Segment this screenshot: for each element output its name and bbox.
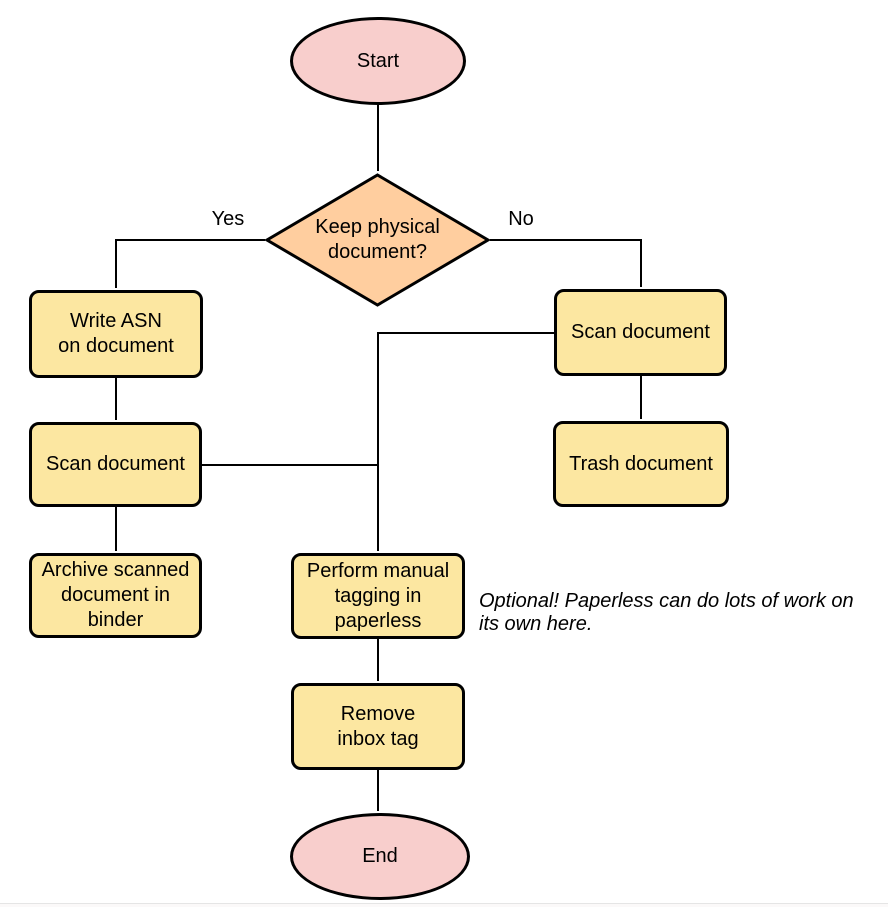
diamond-shape	[264, 173, 491, 307]
node-label-scan-document-right: Scan document	[571, 321, 710, 343]
flow-node-trash-document[interactable]: Trash document	[553, 421, 729, 507]
node-label-trash-document: Trash document	[569, 452, 713, 475]
flow-node-decision[interactable]: Keep physical document?	[264, 173, 491, 307]
flow-node-archive-document[interactable]: Archive scanned document in binder	[29, 553, 202, 638]
edge-decision-yes-to-write-asn	[115, 239, 265, 288]
flow-node-scan-document-right[interactable]: Scan document	[554, 289, 727, 376]
edge-label-yes: Yes	[211, 208, 245, 230]
node-label-manual-tagging: Perform manual tagging in paperless	[306, 559, 450, 632]
bottom-strip	[0, 904, 888, 907]
flow-node-scan-document-left[interactable]: Scan document	[29, 422, 202, 507]
node-label-archive-document: Archive scanned document in binder	[41, 559, 190, 631]
annotation-optional-note: Optional! Paperless can do lots of work …	[479, 590, 854, 635]
flow-node-manual-tagging[interactable]: Perform manual tagging in paperless	[291, 553, 465, 639]
node-label-remove-inbox-tag: Remove inbox tag	[337, 702, 419, 750]
node-label-end: End	[362, 845, 398, 867]
flow-node-end[interactable]: End	[290, 813, 470, 900]
bottom-divider	[0, 903, 888, 904]
node-label-scan-document-left: Scan document	[46, 453, 185, 475]
edge-scan-right-to-tagging	[377, 332, 554, 551]
diamond-polygon	[264, 173, 491, 307]
flow-node-start[interactable]: Start	[290, 17, 466, 105]
node-label-start: Start	[356, 49, 400, 72]
edge-label-no: No	[508, 208, 534, 230]
node-label-decision: Keep physical document?	[315, 216, 440, 263]
edge-decision-no-to-scan-right	[490, 239, 642, 287]
flow-node-remove-inbox-tag[interactable]: Remove inbox tag	[291, 683, 465, 770]
node-label-write-asn: Write ASN on document	[58, 310, 174, 357]
flow-node-write-asn[interactable]: Write ASN on document	[29, 290, 203, 378]
